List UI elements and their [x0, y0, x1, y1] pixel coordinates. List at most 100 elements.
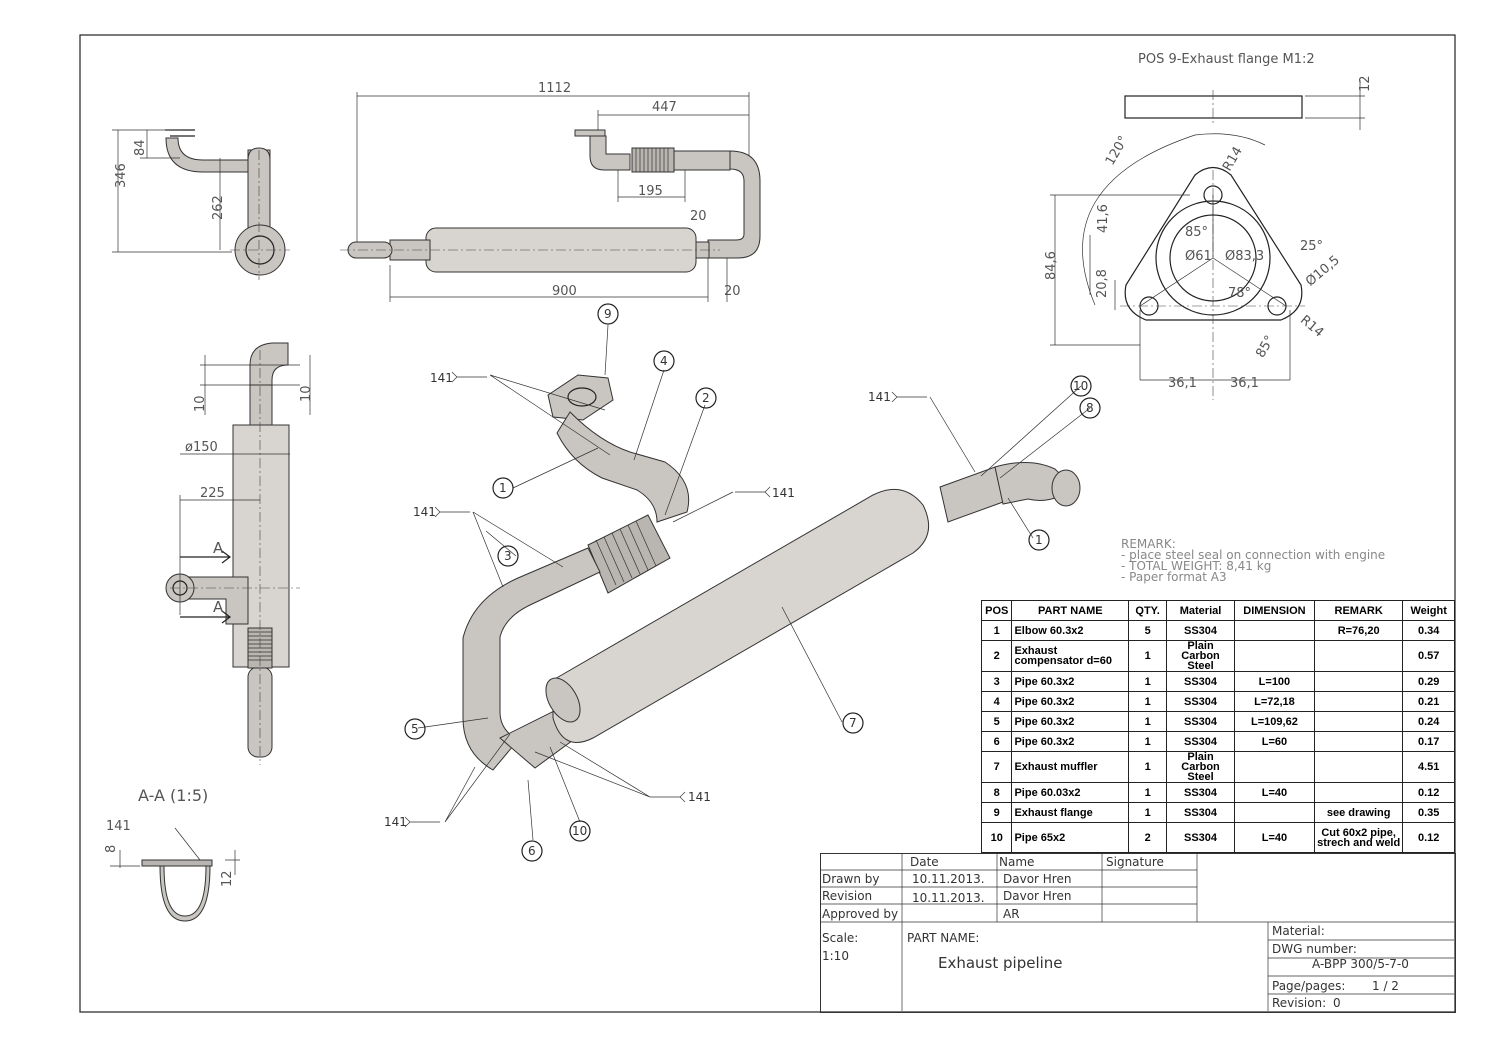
section-view [110, 827, 240, 922]
flange-dim-12: 12 [1358, 75, 1373, 92]
flange-dim-36-1-b: 36,1 [1230, 376, 1259, 391]
balloon-8 [1079, 397, 1101, 419]
remark-cell: see drawing [1313, 802, 1404, 823]
front-view [340, 92, 761, 302]
material-cell: SS304 [1166, 782, 1235, 803]
pos-cell: 3 [980, 671, 1013, 692]
isometric-assembly [462, 374, 1081, 771]
tb-drawn-name: Davor Hren [1003, 872, 1072, 886]
weight-cell: 0.12 [1402, 822, 1455, 853]
tb-revision-value: 0 [1333, 996, 1341, 1010]
pos-cell: 8 [980, 782, 1013, 803]
dimension-cell [1233, 620, 1315, 641]
balloon-2 [695, 387, 717, 409]
balloon-text-5: 5 [411, 722, 419, 736]
dim-20-b: 20 [724, 284, 741, 299]
tb-dwg-number: A-BPP 300/5-7-0 [1312, 957, 1409, 971]
dimension-cell: L=40 [1233, 782, 1315, 803]
tb-date-header: Date [910, 855, 939, 869]
remark-line-1: - place steel seal on connection with en… [1121, 548, 1386, 562]
dimension-cell: L=109,62 [1233, 711, 1315, 732]
pos-cell: 7 [980, 751, 1013, 783]
tb-revision: Revision [822, 889, 873, 903]
qty-cell: 1 [1128, 782, 1168, 803]
qty-cell: 2 [1128, 822, 1168, 853]
balloon-text-10a: 10 [572, 824, 587, 838]
weight-cell: 0.17 [1402, 731, 1455, 752]
weld-label-2: 141 [868, 390, 891, 404]
flange-angle-85-a: 85° [1185, 225, 1208, 240]
dimension-cell: L=60 [1233, 731, 1315, 752]
qty-cell: 1 [1128, 691, 1168, 712]
leader-lines [417, 324, 1091, 841]
section-weld: 141 [106, 819, 131, 834]
remark-cell [1313, 640, 1404, 672]
flange-dim-36-1-a: 36,1 [1168, 376, 1197, 391]
tb-approved-name: AR [1003, 907, 1020, 921]
header-weight: Weight [1402, 600, 1455, 621]
remark-cell [1313, 691, 1404, 712]
part-name-cell: Exhaust compensator d=60 [1011, 640, 1130, 672]
dimension-cell [1233, 802, 1315, 823]
dim-225: 225 [200, 486, 225, 501]
qty-cell: 1 [1128, 711, 1168, 732]
tb-material-label: Material: [1272, 924, 1325, 938]
balloon-text-10b: 10 [1073, 379, 1088, 393]
part-name-cell: Pipe 60.3x2 [1011, 671, 1130, 692]
remark-line-2: - TOTAL WEIGHT: 8,41 kg [1121, 559, 1272, 573]
balloon-text-2: 2 [702, 391, 710, 405]
balloon-6 [521, 840, 543, 862]
weight-cell: 0.24 [1402, 711, 1455, 732]
balloon-text-6: 6 [528, 844, 536, 858]
part-name-cell: Exhaust muffler [1011, 751, 1130, 783]
remark-cell [1313, 731, 1404, 752]
qty-cell: 1 [1128, 751, 1168, 783]
header-dimension: DIMENSION [1233, 600, 1315, 621]
header-material: Material [1166, 600, 1235, 621]
weight-cell: 0.34 [1402, 620, 1455, 641]
tb-name-header: Name [999, 855, 1035, 869]
flange-angle-85-b: 85° [1253, 333, 1278, 360]
pos-cell: 10 [980, 822, 1013, 853]
pos-cell: 6 [980, 731, 1013, 752]
tb-rev-date: 10.11.2013. [912, 891, 985, 905]
pos-cell: 9 [980, 802, 1013, 823]
remark-cell [1313, 671, 1404, 692]
remark-cell [1313, 711, 1404, 732]
weld-symbols [404, 371, 927, 828]
dim-84: 84 [133, 139, 148, 156]
balloon-text-8: 8 [1086, 401, 1094, 415]
balloon-text-7: 7 [849, 716, 857, 730]
flange-dim-20-8: 20,8 [1095, 269, 1110, 298]
tb-page-label: Page/pages: [1272, 979, 1346, 993]
balloon-text-4: 4 [660, 354, 668, 368]
tb-part-name: Exhaust pipeline [938, 954, 1063, 972]
part-name-cell: Pipe 60.03x2 [1011, 782, 1130, 803]
material-cell: SS304 [1166, 711, 1235, 732]
flange-r14-b: R14 [1297, 313, 1326, 341]
header-remark: REMARK [1313, 600, 1404, 621]
tb-approved-by: Approved by [822, 907, 899, 921]
flange-phi83: Ø83,3 [1225, 249, 1264, 264]
weld-label-1: 141 [430, 371, 453, 385]
side-view-top-left [112, 129, 290, 280]
dimension-cell [1233, 640, 1315, 672]
parts-table: POS PART NAME QTY. Material DIMENSION RE… [980, 600, 1455, 853]
flange-detail [1050, 80, 1365, 400]
dim-10-b: 10 [299, 385, 314, 402]
weight-cell: 0.57 [1402, 640, 1455, 672]
flange-dim-41-6: 41,6 [1096, 204, 1111, 233]
balloon-text-1a: 1 [499, 481, 507, 495]
balloon-text-1b: 1 [1035, 533, 1043, 547]
material-cell: SS304 [1166, 620, 1235, 641]
material-cell: SS304 [1166, 671, 1235, 692]
weld-label-5: 141 [384, 815, 407, 829]
material-cell: SS304 [1166, 802, 1235, 823]
